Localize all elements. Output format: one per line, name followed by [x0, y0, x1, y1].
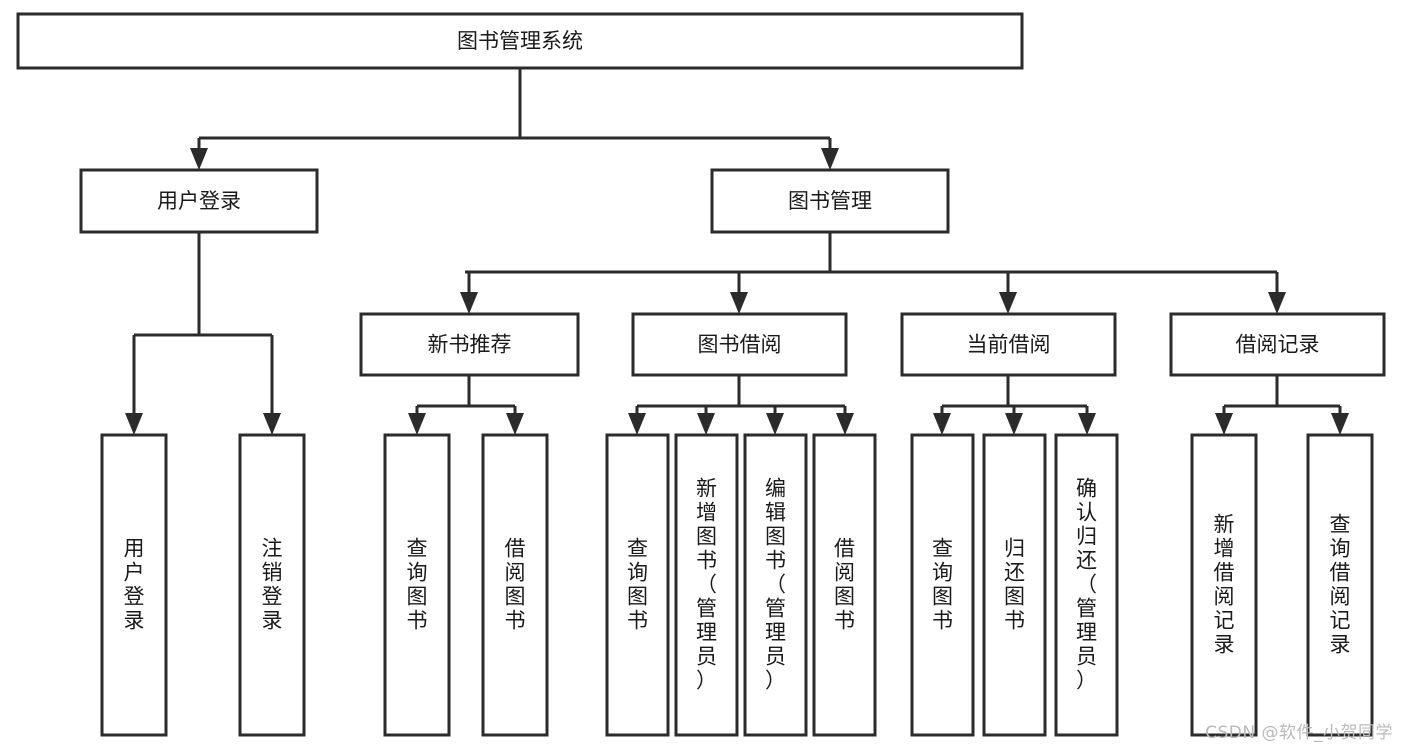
node-leaf-confirm-return-admin[interactable]: 确认归还（管理员）	[1054, 433, 1119, 737]
node-label: 借阅图书	[505, 537, 526, 633]
node-leaf-add-book-admin[interactable]: 新增图书（管理员）	[674, 433, 739, 737]
arrow-head-icon	[460, 292, 478, 314]
node-leaf-borrow-book[interactable]: 借阅图书	[812, 433, 877, 737]
node-user-login[interactable]: 用户登录	[79, 168, 319, 234]
node-label: 归还图书	[1004, 537, 1025, 633]
node-label: 借阅记录	[1236, 333, 1320, 357]
node-box	[631, 312, 848, 377]
node-box	[900, 312, 1117, 377]
node-box	[383, 433, 451, 737]
node-leaf-query-borrow-record[interactable]: 查询借阅记录	[1306, 433, 1374, 737]
node-box	[238, 433, 306, 737]
node-leaf-user-login[interactable]: 用户登录	[100, 433, 168, 737]
node-box	[1054, 433, 1119, 737]
arrow-head-icon	[263, 413, 281, 435]
arrow-head-icon	[1215, 413, 1233, 435]
node-leaf-add-borrow-record[interactable]: 新增借阅记录	[1190, 433, 1258, 737]
node-box	[910, 433, 975, 737]
arrow-head-icon	[999, 292, 1017, 314]
arrow-head-icon	[506, 413, 524, 435]
node-box	[605, 433, 670, 737]
node-label: 查询图书	[627, 537, 648, 633]
node-leaf-return-book[interactable]: 归还图书	[982, 433, 1047, 737]
node-label: 图书借阅	[698, 333, 782, 357]
node-label: 编辑图书（管理员）	[765, 477, 786, 693]
node-leaf-user-logout[interactable]: 注销登录	[238, 433, 306, 737]
node-box	[982, 433, 1047, 737]
node-label: 新增借阅记录	[1214, 513, 1235, 657]
node-label: 图书管理系统	[457, 29, 583, 53]
node-current-borrow[interactable]: 当前借阅	[900, 312, 1117, 377]
node-leaf-query-book-current[interactable]: 查询图书	[910, 433, 975, 737]
node-label: 查询借阅记录	[1330, 513, 1351, 657]
node-label: 注销登录	[262, 537, 283, 633]
node-label: 查询图书	[932, 537, 953, 633]
node-box	[16, 12, 1024, 70]
arrow-head-icon	[1331, 413, 1349, 435]
node-leaf-edit-book-admin[interactable]: 编辑图书（管理员）	[743, 433, 808, 737]
node-label: 借阅图书	[834, 537, 855, 633]
node-box	[1306, 433, 1374, 737]
node-label: 查询图书	[407, 537, 428, 633]
node-box	[743, 433, 808, 737]
node-borrow-record[interactable]: 借阅记录	[1169, 312, 1386, 377]
node-book-borrow[interactable]: 图书借阅	[631, 312, 848, 377]
node-label: 确认归还（管理员）	[1076, 477, 1097, 693]
node-leaf-query-book-recommend[interactable]: 查询图书	[383, 433, 451, 737]
arrow-head-icon	[1078, 413, 1096, 435]
arrow-head-icon	[766, 413, 784, 435]
node-label: 当前借阅	[967, 333, 1051, 357]
arrow-head-icon	[190, 148, 208, 170]
node-box	[1190, 433, 1258, 737]
connector-layer	[125, 68, 1349, 435]
node-layer: 图书管理系统用户登录图书管理新书推荐图书借阅当前借阅借阅记录用户登录注销登录查询…	[16, 12, 1386, 737]
arrow-head-icon	[1268, 292, 1286, 314]
node-box	[1169, 312, 1386, 377]
arrow-head-icon	[1005, 413, 1023, 435]
arrow-head-icon	[933, 413, 951, 435]
node-label: 用户登录	[157, 189, 241, 213]
node-root[interactable]: 图书管理系统	[16, 12, 1024, 70]
node-box	[359, 312, 580, 377]
node-box	[79, 168, 319, 234]
node-leaf-query-book-borrow[interactable]: 查询图书	[605, 433, 670, 737]
arrow-head-icon	[821, 148, 839, 170]
node-leaf-borrow-book-recommend[interactable]: 借阅图书	[481, 433, 549, 737]
node-label: 新增图书（管理员）	[696, 477, 717, 693]
node-box	[710, 168, 950, 234]
node-box	[674, 433, 739, 737]
node-box	[100, 433, 168, 737]
node-box	[812, 433, 877, 737]
arrow-head-icon	[697, 413, 715, 435]
node-label: 图书管理	[788, 189, 872, 213]
node-box	[481, 433, 549, 737]
arrow-head-icon	[628, 413, 646, 435]
node-new-book-recommend[interactable]: 新书推荐	[359, 312, 580, 377]
arrow-head-icon	[836, 413, 854, 435]
node-label: 新书推荐	[428, 333, 512, 357]
arrow-head-icon	[408, 413, 426, 435]
node-book-management[interactable]: 图书管理	[710, 168, 950, 234]
arrow-head-icon	[730, 292, 748, 314]
node-label: 用户登录	[124, 537, 145, 633]
arrow-head-icon	[125, 413, 143, 435]
